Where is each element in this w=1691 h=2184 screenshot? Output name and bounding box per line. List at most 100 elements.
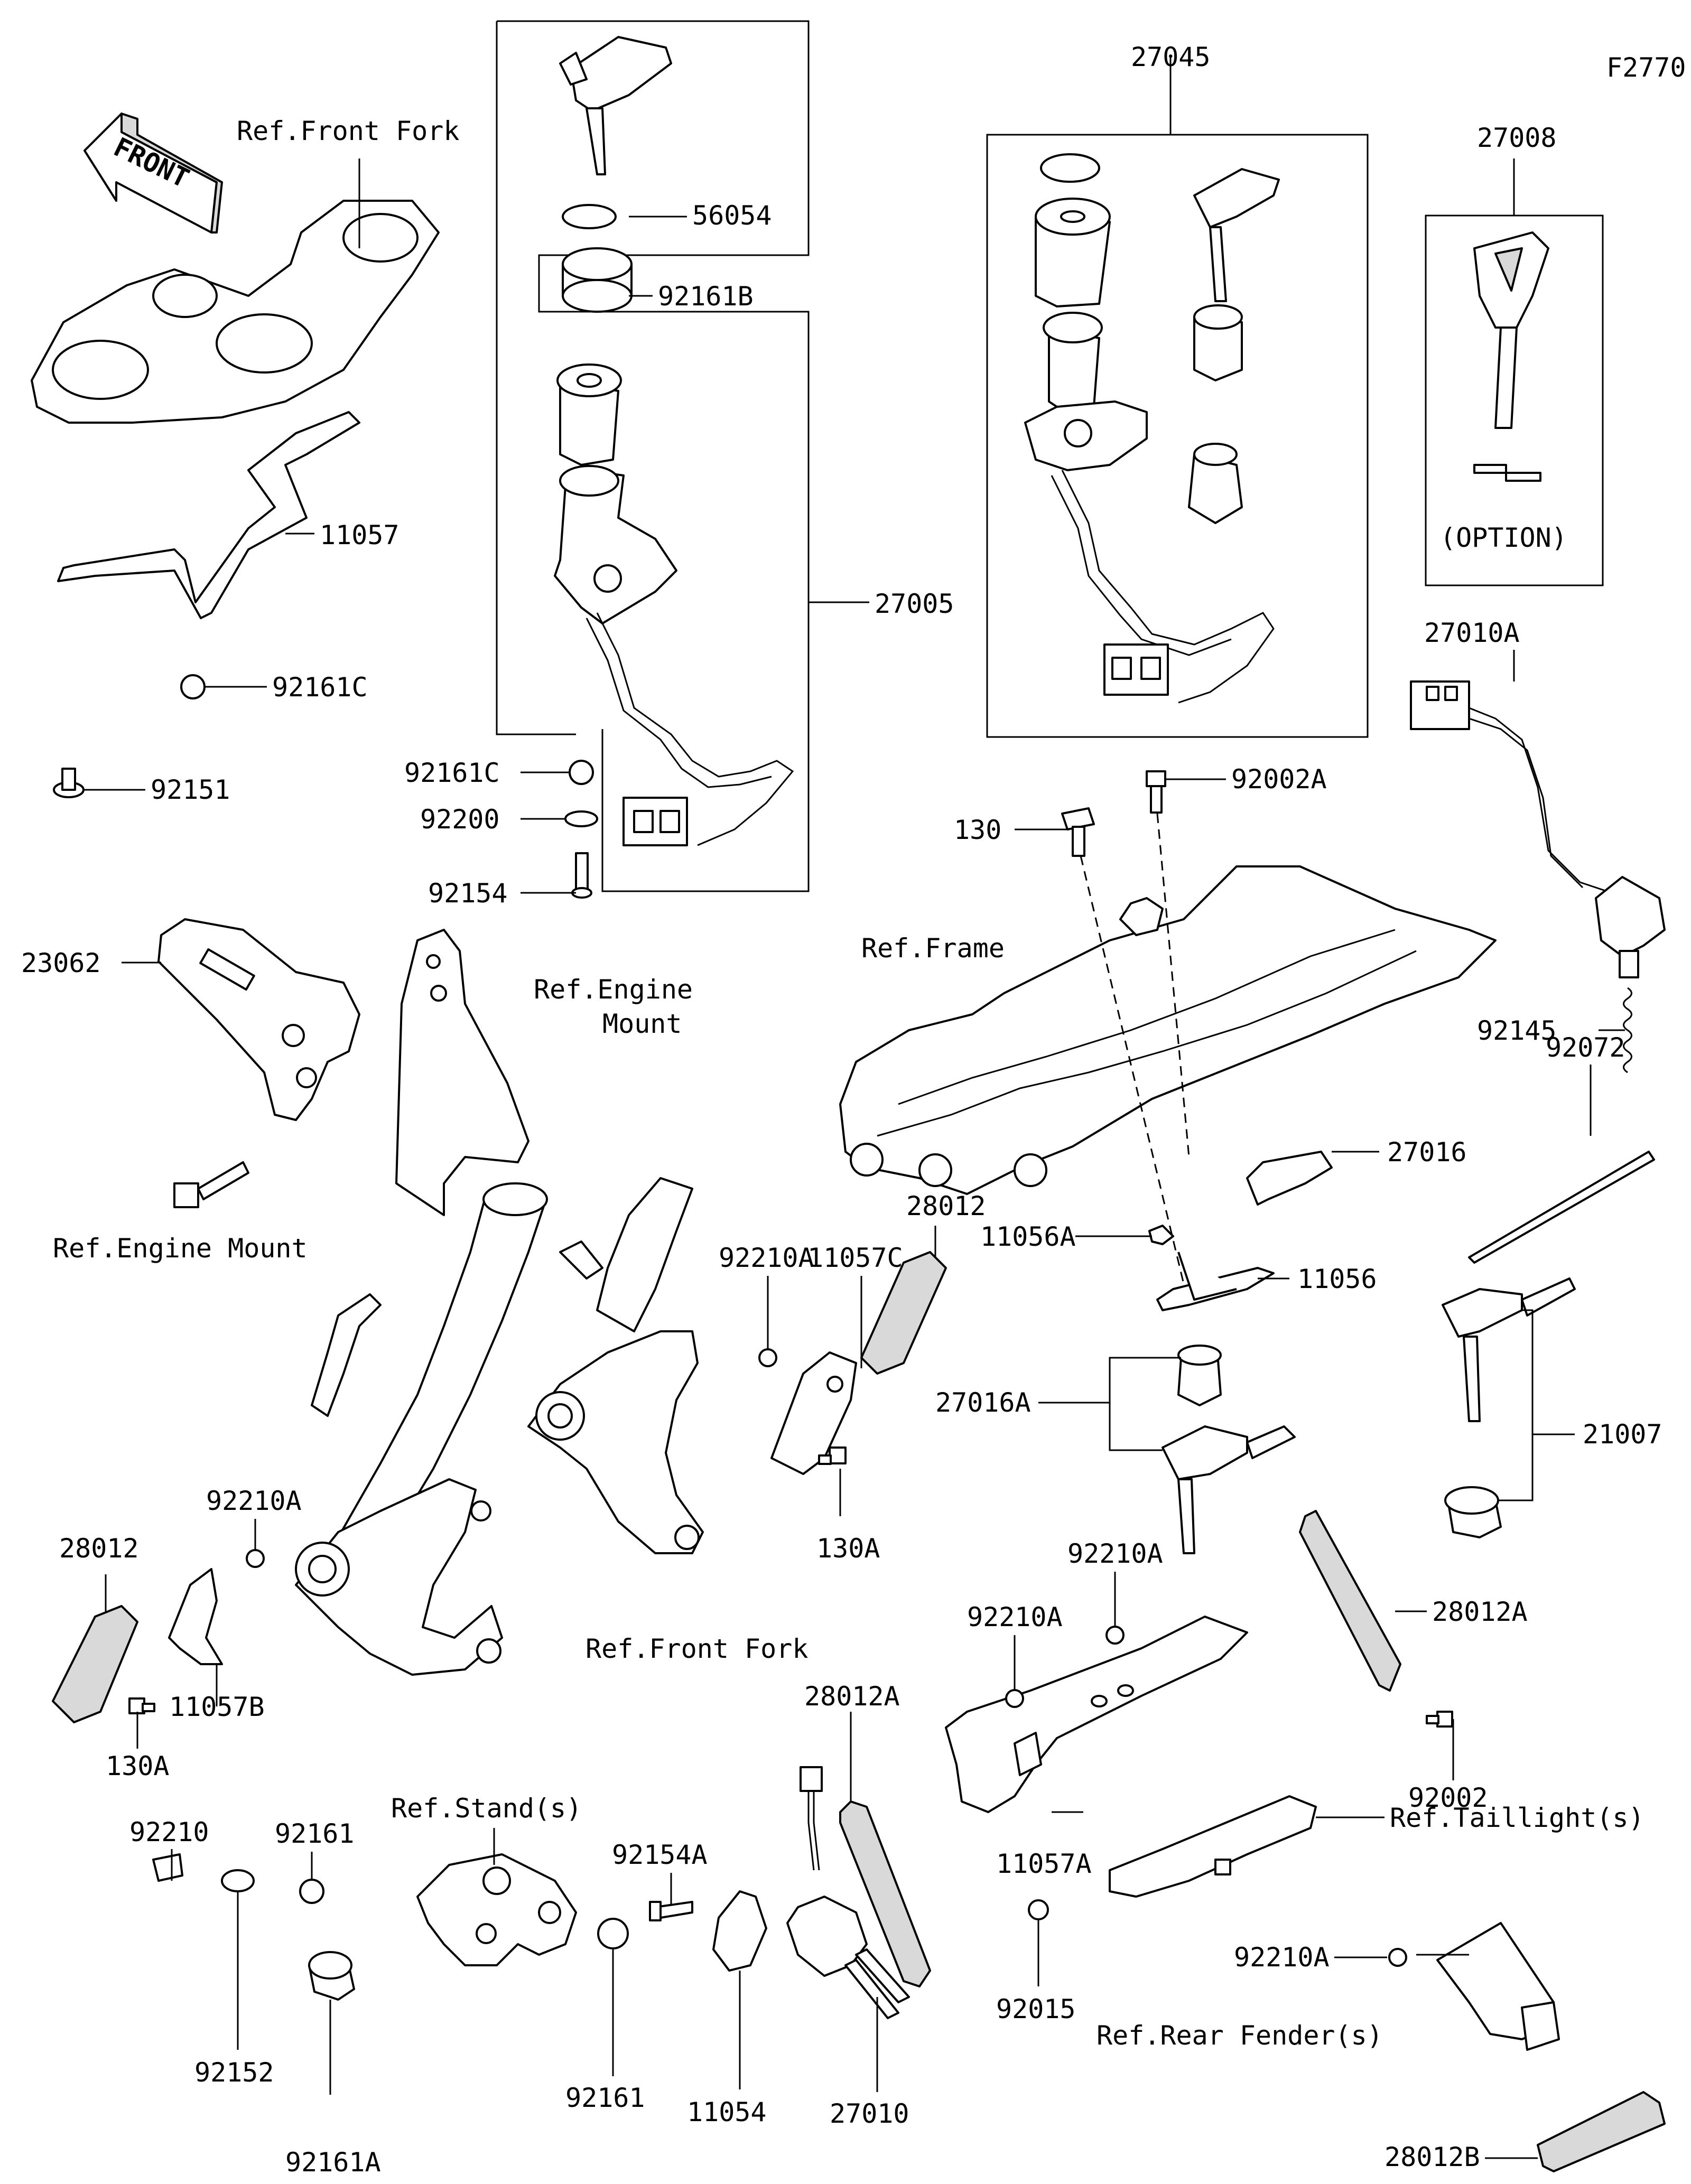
washer-92200 bbox=[564, 810, 598, 827]
label-ref-front-fork-top: Ref.Front Fork bbox=[237, 116, 459, 146]
reflector-28012A-left bbox=[839, 1800, 931, 1987]
label-92154: 92154 bbox=[428, 878, 508, 909]
key-blank-27008 bbox=[1473, 231, 1549, 429]
label-11057B: 11057B bbox=[169, 1692, 265, 1722]
wire-bracket-11057 bbox=[57, 411, 360, 619]
label-27010: 27010 bbox=[830, 2098, 909, 2129]
label-92002: 92002 bbox=[1408, 1782, 1488, 1813]
collar-92161A bbox=[308, 1951, 355, 2001]
dash-frame-1 bbox=[1080, 855, 1185, 1284]
ignition-switch-27005 bbox=[554, 363, 794, 846]
label-92210A-rear-a: 92210A bbox=[967, 1602, 1063, 1632]
rear-fender bbox=[1436, 1922, 1560, 2051]
stand-bracket bbox=[416, 1853, 577, 1966]
label-92210A-lower: 92210A bbox=[206, 1486, 302, 1516]
bracket-11057B bbox=[168, 1568, 223, 1665]
label-130A-lower: 130A bbox=[106, 1751, 169, 1781]
label-11056A: 11056A bbox=[980, 1221, 1076, 1252]
label-ref-engine-mount-bottom: Ref.Engine Mount bbox=[53, 1233, 308, 1264]
label-11056: 11056 bbox=[1297, 1264, 1377, 1294]
stay-27016 bbox=[1246, 1151, 1333, 1206]
label-92152: 92152 bbox=[194, 2057, 274, 2088]
bolt-130A-upper bbox=[818, 1446, 847, 1465]
nut-92210A-lower bbox=[246, 1549, 265, 1568]
nut-92210A-rear-b bbox=[1105, 1626, 1125, 1645]
nut-92210A-upper bbox=[758, 1348, 777, 1367]
bolt-130A-lower bbox=[128, 1697, 155, 1714]
label-92161A: 92161A bbox=[285, 2147, 381, 2178]
label-11057: 11057 bbox=[320, 520, 399, 550]
bolt-130 bbox=[1061, 807, 1095, 857]
leader-lines bbox=[85, 55, 1625, 2159]
nut-92210 bbox=[152, 1853, 183, 1882]
label-92161-right: 92161 bbox=[565, 2083, 645, 2113]
taillight-bracket bbox=[1109, 1795, 1317, 1898]
washer-56054 bbox=[562, 204, 617, 229]
rear-frame bbox=[839, 865, 1497, 1195]
clip-11056A bbox=[1148, 1225, 1174, 1245]
grommet-92161C-upper bbox=[180, 674, 206, 699]
bolt-92151 bbox=[53, 768, 85, 798]
reflector-28012B bbox=[1537, 2091, 1666, 2172]
label-130A-upper: 130A bbox=[816, 1533, 880, 1564]
bracket-23062 bbox=[157, 918, 360, 1121]
cylinder-27016A bbox=[1177, 1345, 1222, 1406]
label-21007: 21007 bbox=[1583, 1419, 1662, 1450]
label-ref-front-fork-bottom: Ref.Front Fork bbox=[586, 1634, 808, 1664]
label-92151: 92151 bbox=[151, 774, 230, 805]
upper-triple-clamp bbox=[31, 200, 440, 424]
washer-92152 bbox=[221, 1869, 255, 1892]
nut-92210A-fender bbox=[1388, 1948, 1407, 1967]
bolt-92002A bbox=[1146, 770, 1166, 814]
label-ref-engine-2: Mount bbox=[602, 1009, 682, 1039]
label-92210: 92210 bbox=[129, 1817, 209, 1847]
label-92210A-upper: 92210A bbox=[719, 1243, 814, 1273]
label-ref-stands: Ref.Stand(s) bbox=[391, 1793, 582, 1824]
key-21007 bbox=[1442, 1277, 1576, 1422]
label-92161C-upper: 92161C bbox=[272, 672, 368, 703]
label-130: 130 bbox=[954, 815, 1001, 845]
label-92154A: 92154A bbox=[612, 1840, 708, 1870]
cap-92161B bbox=[562, 247, 633, 313]
tank-lock-27045 bbox=[1188, 443, 1243, 524]
label-27010A: 27010A bbox=[1424, 618, 1520, 648]
label-92161-left: 92161 bbox=[275, 1818, 355, 1849]
front-arrow-icon: FRONT bbox=[83, 113, 223, 234]
bolt-92154 bbox=[571, 852, 592, 899]
collar-92161-right bbox=[597, 1918, 629, 1949]
nut-92210A-rear-a bbox=[1005, 1689, 1024, 1708]
engine-mount-plate bbox=[395, 929, 529, 1216]
label-23062: 23062 bbox=[21, 948, 101, 978]
label-28012-upper: 28012 bbox=[906, 1191, 986, 1221]
label-28012A-left: 28012A bbox=[804, 1681, 900, 1712]
dash-frame-2 bbox=[1156, 813, 1190, 1158]
label-92161C-lower: 92161C bbox=[404, 758, 500, 788]
label-ref-rear-fender: Ref.Rear Fender(s) bbox=[1097, 2020, 1383, 2051]
labels: F2770 27045 27008 Ref.Front Fork 56054 9… bbox=[21, 42, 1686, 2178]
spring-92145 bbox=[1623, 987, 1632, 1074]
reflector-28012A-right bbox=[1299, 1510, 1401, 1692]
label-ref-engine-1: Ref.Engine bbox=[534, 974, 693, 1005]
label-92210A-rear-b: 92210A bbox=[1067, 1538, 1163, 1569]
switch-27010 bbox=[786, 1766, 910, 2019]
label-92161B: 92161B bbox=[658, 281, 754, 312]
label-11057A: 11057A bbox=[996, 1849, 1092, 1879]
label-92145: 92145 bbox=[1477, 1015, 1557, 1046]
label-ref-taillights: Ref.Taillight(s) bbox=[1390, 1803, 1644, 1833]
label-92002A: 92002A bbox=[1231, 764, 1327, 795]
front-fork-right bbox=[527, 1177, 704, 1554]
label-ref-frame: Ref.Frame bbox=[861, 933, 1005, 964]
grommet-92161C-lower bbox=[569, 760, 594, 785]
key-tag-27008 bbox=[1473, 464, 1541, 482]
cap-27045 bbox=[1035, 198, 1111, 307]
nut-92015 bbox=[1028, 1899, 1049, 1920]
label-92072: 92072 bbox=[1546, 1032, 1625, 1063]
bolt-92002 bbox=[1426, 1711, 1453, 1728]
sensor-27010A bbox=[1410, 680, 1666, 978]
label-27005: 27005 bbox=[875, 589, 954, 619]
bracket-11057A bbox=[945, 1616, 1248, 1813]
cable-tie-92072 bbox=[1468, 1151, 1655, 1264]
front-fork-left bbox=[295, 1182, 548, 1676]
bracket-11056 bbox=[1156, 1252, 1275, 1311]
